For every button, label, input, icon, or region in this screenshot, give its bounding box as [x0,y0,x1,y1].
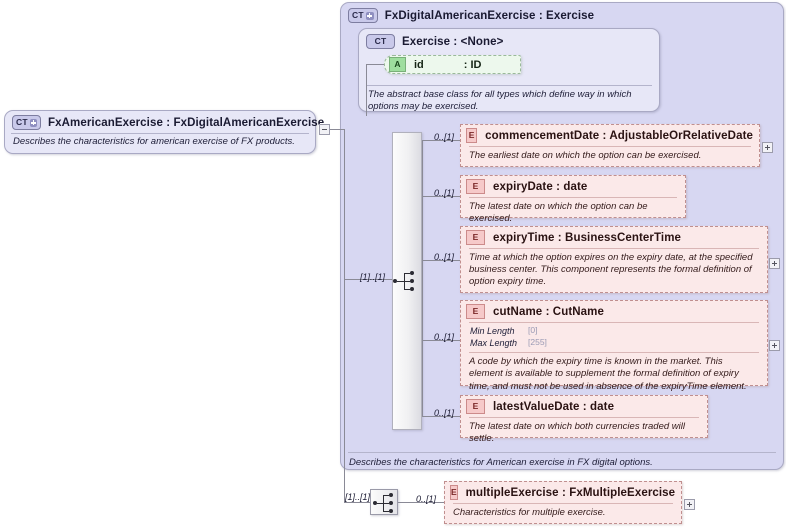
element-description: The earliest date on which the option ca… [469,150,702,161]
element-box-latestvaluedate[interactable]: E latestValueDate : date The latest date… [460,395,708,444]
element-header: E expiryDate : date [461,176,685,196]
bottom-element-cardinality: 0..[1] [416,494,437,504]
complex-type-root-fxamericanexercise[interactable]: CT FxAmericanExercise : FxDigitalAmerica… [4,110,324,154]
element-box-expirydate[interactable]: E expiryDate : date The latest date on w… [460,175,686,224]
root-collapse-expander[interactable] [319,124,330,135]
root-title: FxAmericanExercise : FxDigitalAmericanEx… [48,116,325,129]
element-header: E latestValueDate : date [461,396,707,416]
base-type-title: Exercise : <None> [402,35,504,48]
element-description: The latest date on which the option can … [469,201,648,225]
element-icon: E [466,179,485,194]
facet-value: [0] [528,325,538,335]
attribute-type: : ID [463,58,482,71]
sequence-icon[interactable] [392,268,420,294]
sequence-cardinality: [1]..[1] [360,272,386,282]
root-description: Describes the characteristics for americ… [13,136,295,147]
bottom-sequence-cardinality: [1]..[1] [345,492,371,502]
element-header: E cutName : CutName [461,301,767,321]
element-cardinality: 0..[1] [434,132,455,142]
base-type-divider [366,85,652,86]
attribute-connector-horizontal [366,64,384,65]
element-icon: E [450,485,458,500]
root-branch-spine [344,129,345,502]
element-distribution-spine [422,140,423,416]
element-description: The latest date on which both currencies… [469,421,685,445]
element-expander-commencementdate[interactable] [762,142,773,153]
element-box-expirytime[interactable]: E expiryTime : BusinessCenterTime Time a… [460,226,768,293]
element-facets: Min Length [0] Max Length [255] [461,323,767,351]
container-header: CT FxDigitalAmericanExercise : Exercise [341,3,783,26]
element-title: expiryTime : BusinessCenterTime [493,231,682,244]
element-box-cutname[interactable]: E cutName : CutName Min Length [0] Max L… [460,300,768,392]
element-expander-multipleexercise[interactable] [684,499,695,510]
element-connector [422,196,460,197]
branch-to-multiple-exercise [344,502,370,503]
element-expander-expirytime[interactable] [769,258,780,269]
element-connector [422,260,460,261]
element-box-commencementdate[interactable]: E commencementDate : AdjustableOrRelativ… [460,124,760,167]
element-box-multipleexercise[interactable]: E multipleExercise : FxMultipleExercise … [444,481,682,524]
element-icon: E [466,399,485,414]
plus-icon [365,11,374,20]
element-header: E commencementDate : AdjustableOrRelativ… [461,125,759,145]
attribute-icon: A [389,57,406,72]
element-title: multipleExercise : FxMultipleExercise [465,486,676,499]
element-divider [469,417,699,418]
attribute-connector-vertical [366,64,367,116]
element-divider [469,248,759,249]
element-divider [469,322,759,323]
facet-name: Max Length [470,338,518,349]
attribute-row-id[interactable]: A id : ID [384,55,521,74]
root-header: CT FxAmericanExercise : FxDigitalAmerica… [5,111,324,132]
element-divider [453,503,673,504]
element-icon: E [466,230,485,245]
element-cardinality: 0..[1] [434,188,455,198]
element-cardinality: 0..[1] [434,332,455,342]
container-title: FxDigitalAmericanExercise : Exercise [384,9,595,22]
root-divider [11,133,309,134]
container-description: Describes the characteristics for Americ… [349,457,653,468]
container-divider [348,452,776,453]
facet-row: Max Length [255] [470,337,758,349]
element-header: E expiryTime : BusinessCenterTime [461,227,767,247]
facet-row: Min Length [0] [470,325,758,337]
element-connector [422,416,460,417]
complex-type-icon: CT [12,115,41,130]
element-header: E multipleExercise : FxMultipleExercise [445,482,681,502]
element-title: expiryDate : date [493,180,588,193]
element-cardinality: 0..[1] [434,408,455,418]
element-description: Time at which the option expires on the … [469,252,753,288]
attribute-name: id [414,58,424,71]
complex-type-icon: CT [366,34,395,49]
element-description: Characteristics for multiple exercise. [453,507,606,518]
bottom-element-connector [398,502,444,503]
element-divider [469,146,751,147]
element-title: commencementDate : AdjustableOrRelativeD… [485,129,753,142]
plus-icon [29,118,37,127]
bottom-sequence-icon[interactable] [370,489,398,515]
element-connector [422,140,460,141]
element-divider [469,197,677,198]
element-expander-cutname[interactable] [769,340,780,351]
element-description: A code by which the expiry time is known… [469,356,747,392]
element-connector [422,340,460,341]
element-icon: E [466,304,485,319]
root-branch-stem [330,129,344,130]
element-divider-2 [469,352,759,354]
element-cardinality: 0..[1] [434,252,455,262]
complex-type-icon: CT [348,8,378,23]
base-type-header: CT Exercise : <None> [359,29,659,52]
base-type-description: The abstract base class for all types wh… [368,89,632,113]
branch-to-container [344,279,392,280]
facet-name: Min Length [470,326,515,336]
element-icon: E [466,128,478,143]
element-title: cutName : CutName [493,305,604,318]
element-title: latestValueDate : date [493,400,615,413]
facet-value: [255] [528,337,547,348]
